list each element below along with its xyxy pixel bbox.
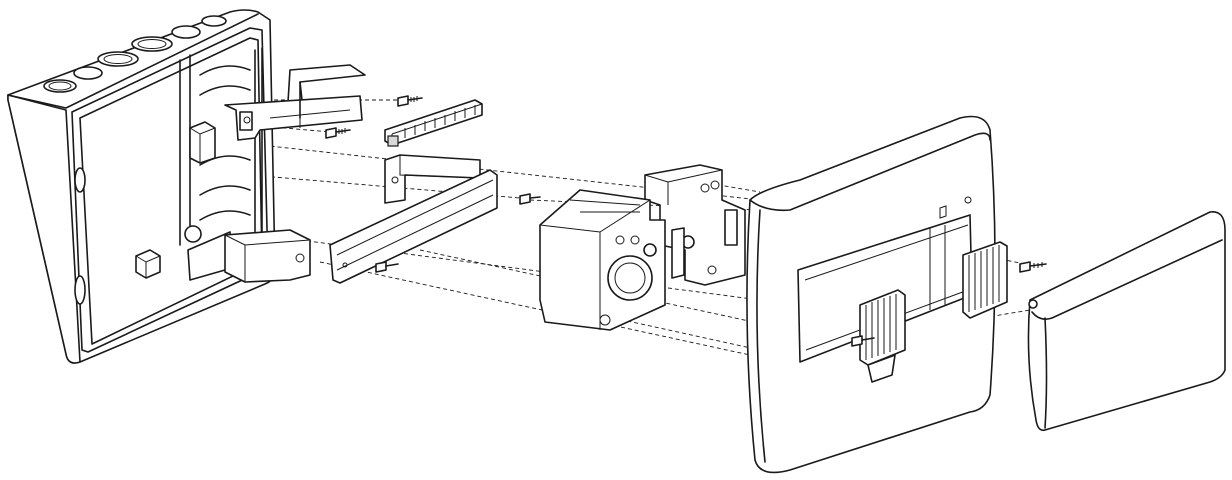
screw-6 <box>1019 261 1047 273</box>
hinged-door <box>1027 211 1226 432</box>
screw-2 <box>325 127 351 139</box>
din-rail-bracket-top <box>224 64 366 141</box>
screws <box>325 95 1047 347</box>
din-rail <box>329 169 498 284</box>
din-rail-bracket-bottom <box>224 229 311 283</box>
screw-1 <box>397 95 423 107</box>
enclosure-box <box>7 9 276 364</box>
rail-spacer <box>384 154 481 204</box>
terminal-block <box>384 99 483 147</box>
circuit-breaker-group <box>539 164 746 331</box>
screw-4 <box>375 261 399 273</box>
front-cover-frame <box>746 115 996 474</box>
blanking-strip-right <box>962 241 1008 319</box>
screw-5 <box>851 335 875 347</box>
blanking-strip-left <box>859 289 906 383</box>
screw-3 <box>519 193 541 205</box>
